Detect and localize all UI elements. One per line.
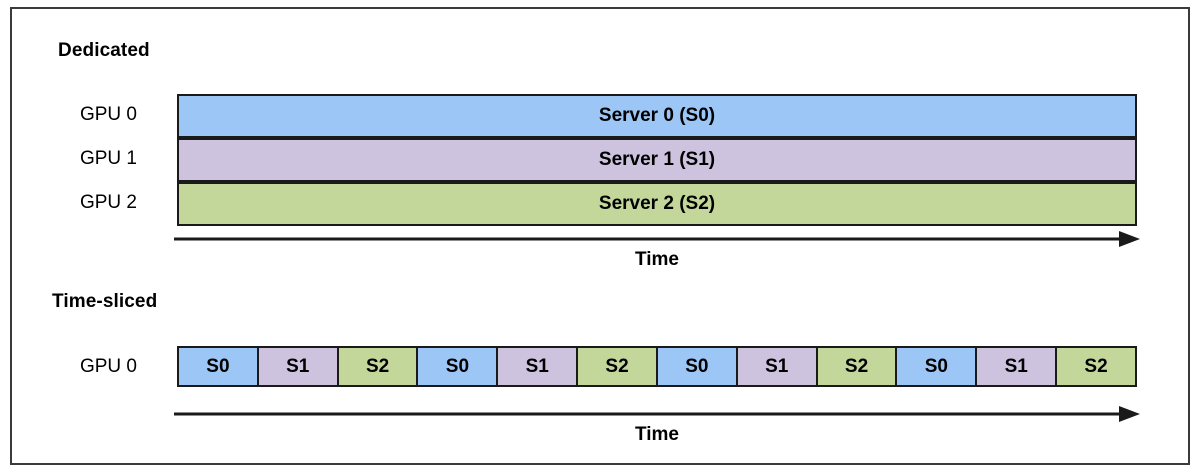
time-slice-label: S1 xyxy=(286,355,310,377)
row-label-gpu-0: GPU 0 xyxy=(79,104,137,125)
time-slice-6: S0 xyxy=(655,346,738,387)
diagram-frame: Dedicated GPU 0 Server 0 (S0) GPU 1 Serv… xyxy=(10,7,1190,465)
time-slice-label: S0 xyxy=(924,355,948,377)
time-slice-9: S0 xyxy=(895,346,978,387)
time-slice-label: S2 xyxy=(1084,355,1108,377)
time-slice-label: S2 xyxy=(605,355,629,377)
bar-server-1: Server 1 (S1) xyxy=(177,138,1137,182)
section-heading-time-sliced: Time-sliced xyxy=(52,291,158,312)
row-label-timesliced-gpu-0: GPU 0 xyxy=(79,356,137,377)
time-arrow-dedicated-icon xyxy=(174,231,1140,247)
time-slice-3: S0 xyxy=(416,346,499,387)
time-slice-label: S2 xyxy=(844,355,869,377)
time-slice-1: S1 xyxy=(256,346,339,387)
time-slice-label: S1 xyxy=(765,355,789,377)
time-slice-label: S0 xyxy=(685,355,709,377)
bar-server-0: Server 0 (S0) xyxy=(177,94,1137,138)
time-slice-4: S1 xyxy=(496,346,579,387)
time-slice-0: S0 xyxy=(177,346,259,387)
time-slice-label: S2 xyxy=(365,355,390,377)
bar-label-server-1: Server 1 (S1) xyxy=(598,149,716,170)
time-slice-label: S1 xyxy=(1004,355,1028,377)
time-axis-time-sliced xyxy=(174,404,1140,424)
time-slice-label: S0 xyxy=(445,355,470,377)
time-slice-10: S1 xyxy=(975,346,1058,387)
bar-server-2: Server 2 (S2) xyxy=(177,182,1137,226)
section-heading-dedicated: Dedicated xyxy=(58,40,150,61)
bar-label-server-2: Server 2 (S2) xyxy=(598,193,716,214)
time-slice-5: S2 xyxy=(576,346,658,387)
time-slice-label: S1 xyxy=(525,355,549,377)
time-slice-7: S1 xyxy=(735,346,818,387)
time-slice-strip: S0 S1 S2 S0 S1 S2 S0 S1 S2 S0 S1 S2 xyxy=(177,346,1137,387)
bar-label-server-0: Server 0 (S0) xyxy=(598,105,716,126)
time-axis-caption-time-sliced: Time xyxy=(634,424,679,445)
time-slice-11: S2 xyxy=(1055,346,1137,387)
row-label-gpu-2: GPU 2 xyxy=(79,192,137,213)
time-arrow-time-sliced-icon xyxy=(174,406,1140,422)
row-label-gpu-1: GPU 1 xyxy=(79,148,137,169)
time-slice-8: S2 xyxy=(815,346,898,387)
time-axis-dedicated xyxy=(174,229,1140,249)
time-slice-label: S0 xyxy=(206,355,230,377)
time-axis-caption-dedicated: Time xyxy=(634,249,679,270)
time-slice-2: S2 xyxy=(336,346,419,387)
